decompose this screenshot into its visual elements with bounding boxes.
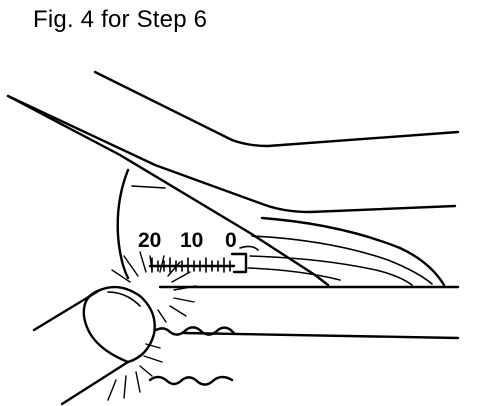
figure-title: Fig. 4 for Step 6 — [33, 6, 208, 33]
upper-arm — [6, 70, 460, 287]
scale-label-20: 20 — [138, 229, 161, 252]
vernier-scale: 20 10 0 — [138, 229, 259, 274]
light-rays — [107, 251, 197, 401]
shaft — [158, 285, 460, 340]
flashlight — [32, 285, 156, 406]
housing-arcs — [247, 216, 446, 287]
scale-label-10: 10 — [180, 229, 203, 252]
housing-rim — [116, 168, 166, 280]
scale-label-0: 0 — [225, 229, 237, 252]
wavy-edges — [148, 326, 236, 386]
